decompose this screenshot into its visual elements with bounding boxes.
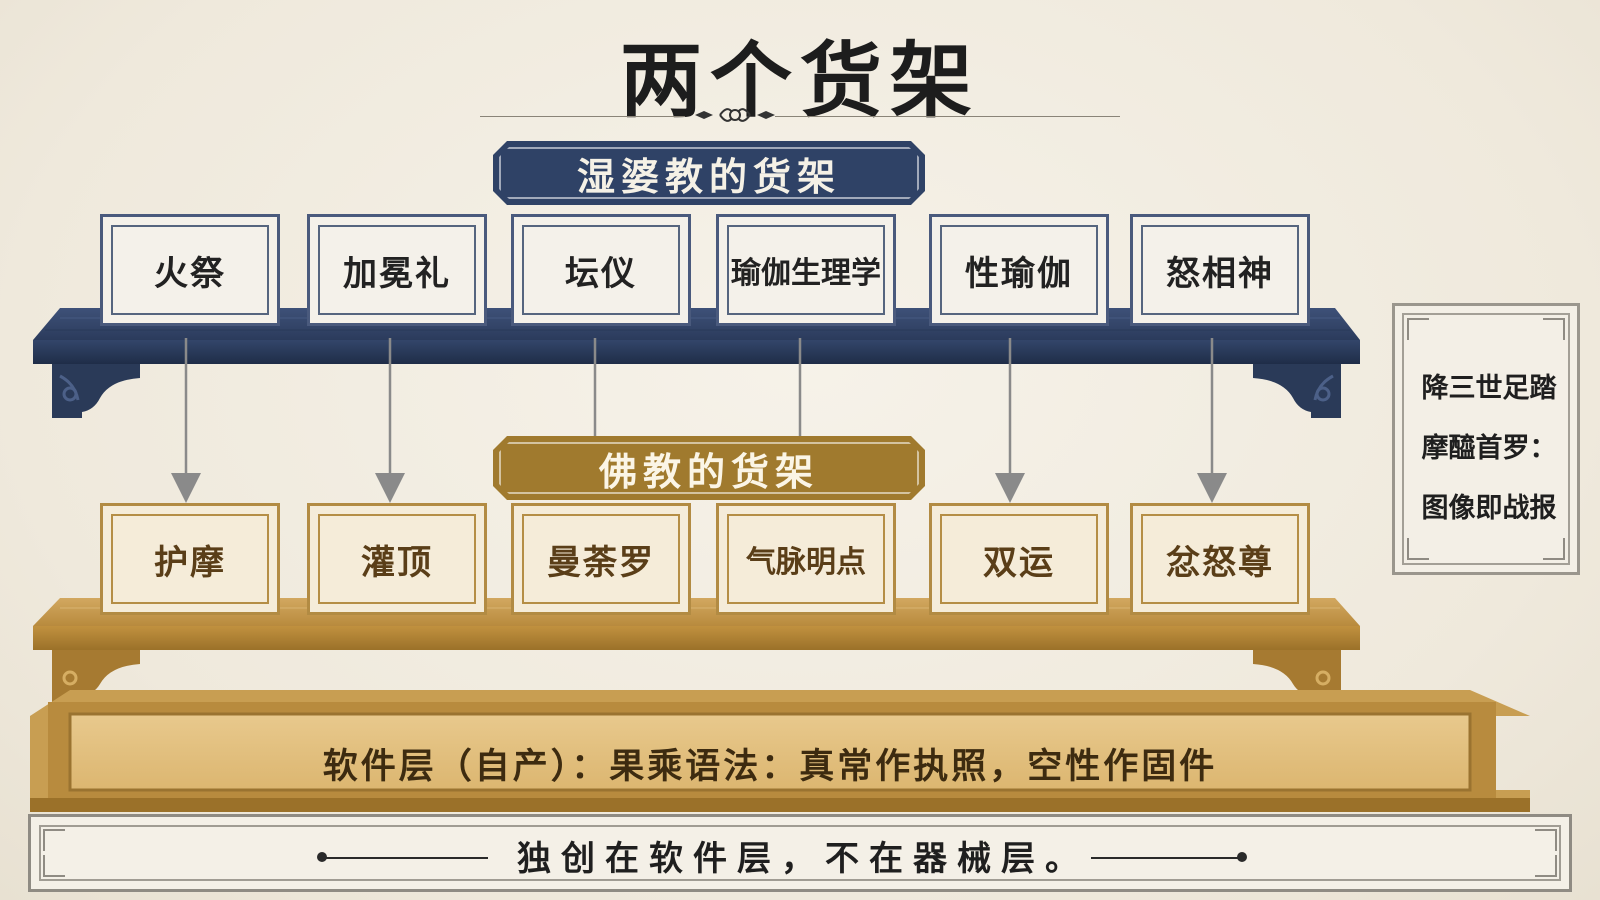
corner-ornament-icon <box>1543 538 1565 560</box>
footer-rule-left <box>323 857 488 859</box>
corner-ornament-icon <box>1543 318 1565 340</box>
hindu-shelf-label: 湿婆教的货架 <box>576 153 841 199</box>
title-rule-left <box>480 116 685 117</box>
buddhist-item-union: 双运 <box>929 503 1109 615</box>
buddhist-shelf-leg-left <box>45 650 140 702</box>
hindu-shelf-leg-left <box>45 364 140 418</box>
corner-ornament-icon <box>43 829 65 851</box>
corner-ornament-icon <box>43 855 65 877</box>
buddhist-item-homa: 护摩 <box>100 503 280 615</box>
software-layer-label: 软件层（自产）：果乘语法：真常作执照，空性作固件 <box>322 746 1218 787</box>
side-note-line: 降三世足踏 <box>1421 373 1557 404</box>
hindu-shelf-leg-right <box>1253 364 1348 418</box>
side-note-line: 摩醯首罗： <box>1421 433 1557 464</box>
corner-ornament-icon <box>1535 855 1557 877</box>
footer-rule-right <box>1091 857 1241 859</box>
buddhist-item-wrathful-honored: 忿怒尊 <box>1130 503 1310 615</box>
buddhist-item-mandala: 曼荼罗 <box>511 503 691 615</box>
hindu-item-fire-ritual: 火祭 <box>100 214 280 326</box>
hindu-item-coronation: 加冕礼 <box>307 214 487 326</box>
footer-dot-right <box>1237 852 1247 862</box>
hindu-item-sexual-yoga: 性瑜伽 <box>929 214 1109 326</box>
page-title: 两个货架 <box>619 33 980 129</box>
hindu-item-altar-rite: 坛仪 <box>511 214 691 326</box>
software-layer-tray <box>30 690 1530 812</box>
hindu-shelf-banner: 湿婆教的货架 <box>493 141 925 205</box>
footer-conclusion: 独创在软件层，不在器械层。 <box>517 839 1089 879</box>
side-note-line: 图像即战报 <box>1421 493 1557 524</box>
hindu-item-yoga-physiology: 瑜伽生理学 <box>716 214 896 326</box>
corner-ornament-icon <box>1407 318 1429 340</box>
buddhist-shelf-banner: 佛教的货架 <box>493 436 925 500</box>
corner-ornament-icon <box>1535 829 1557 851</box>
side-note-panel: 降三世足踏 摩醯首罗： 图像即战报 <box>1392 303 1580 575</box>
footer-dot-left <box>317 852 327 862</box>
buddhist-shelf-label: 佛教的货架 <box>598 448 819 494</box>
buddhist-shelf-leg-right <box>1253 650 1348 702</box>
buddhist-item-abhisheka: 灌顶 <box>307 503 487 615</box>
title-rule-right <box>775 116 1120 117</box>
corner-ornament-icon <box>1407 538 1429 560</box>
buddhist-item-channels-drops: 气脉明点 <box>716 503 896 615</box>
footer-panel: 独创在软件层，不在器械层。 <box>28 814 1572 892</box>
hindu-item-wrathful-deity: 怒相神 <box>1130 214 1310 326</box>
title-ornament-icon <box>695 108 775 122</box>
